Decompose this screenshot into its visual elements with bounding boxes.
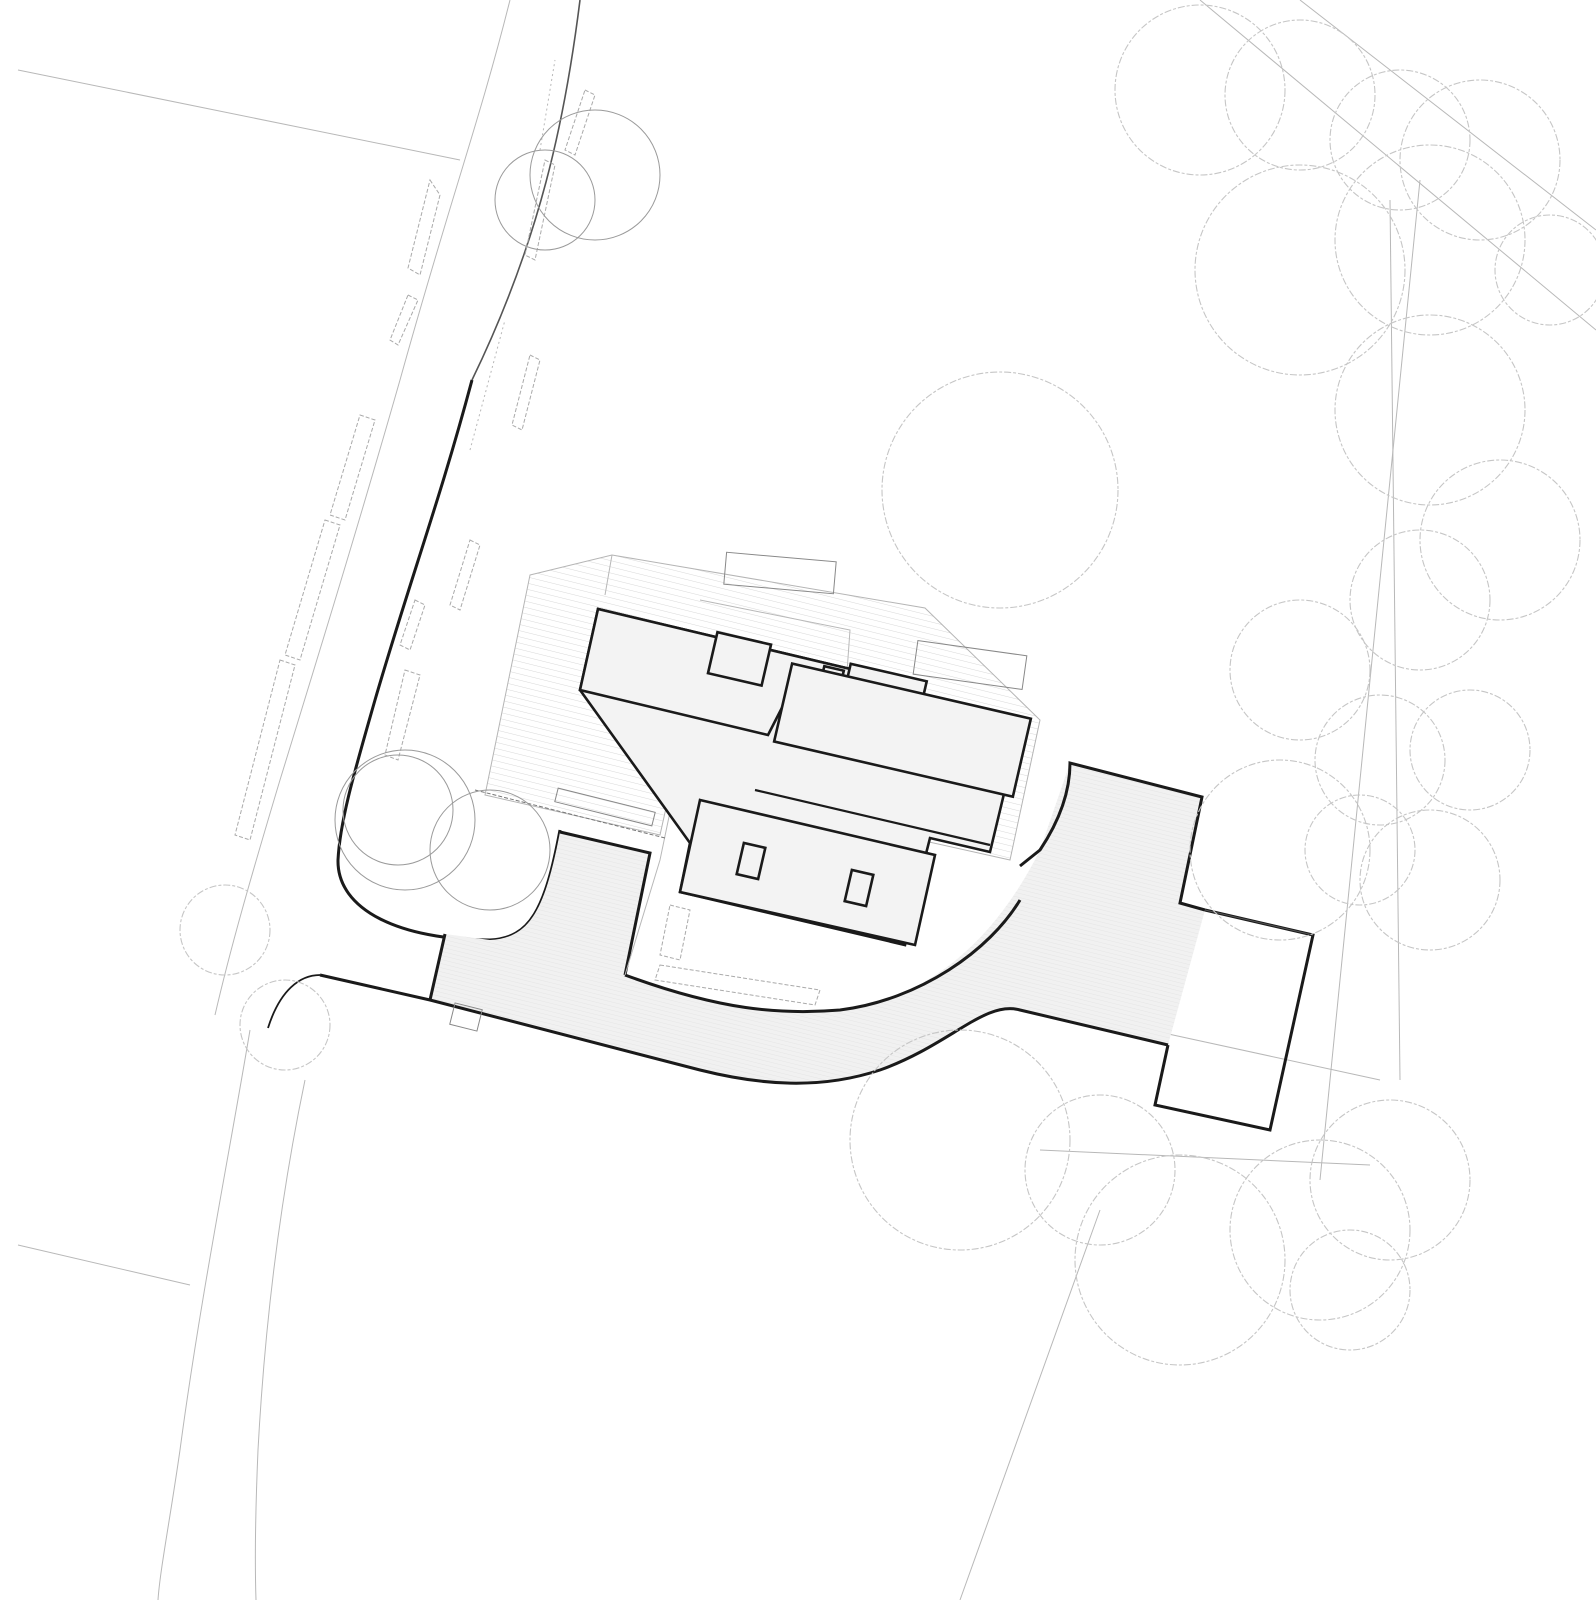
garage	[1153, 908, 1315, 1132]
main-house	[578, 607, 1033, 947]
road-south	[157, 974, 321, 1600]
road-west	[214, 0, 581, 1016]
tree-canopies	[179, 4, 1596, 1366]
hedges	[234, 89, 821, 1006]
planters	[554, 551, 1028, 827]
driveway	[319, 761, 1206, 1085]
